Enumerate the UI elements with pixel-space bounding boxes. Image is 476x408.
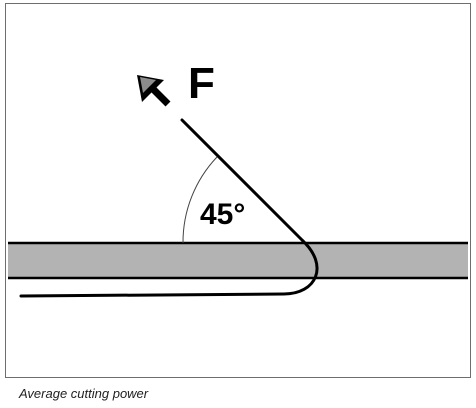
- angle-arc: [182, 156, 218, 244]
- cutting-force-diagram: F 45°: [8, 59, 468, 298]
- arrow-up-left-icon: [137, 75, 171, 107]
- force-label: F: [188, 59, 215, 108]
- diagram-frame: F 45°: [5, 3, 471, 378]
- cutting-wire-path: [19, 118, 319, 298]
- angle-label: 45°: [200, 198, 245, 231]
- figure-caption: Average cutting power: [19, 386, 149, 401]
- material-strip: [8, 243, 468, 278]
